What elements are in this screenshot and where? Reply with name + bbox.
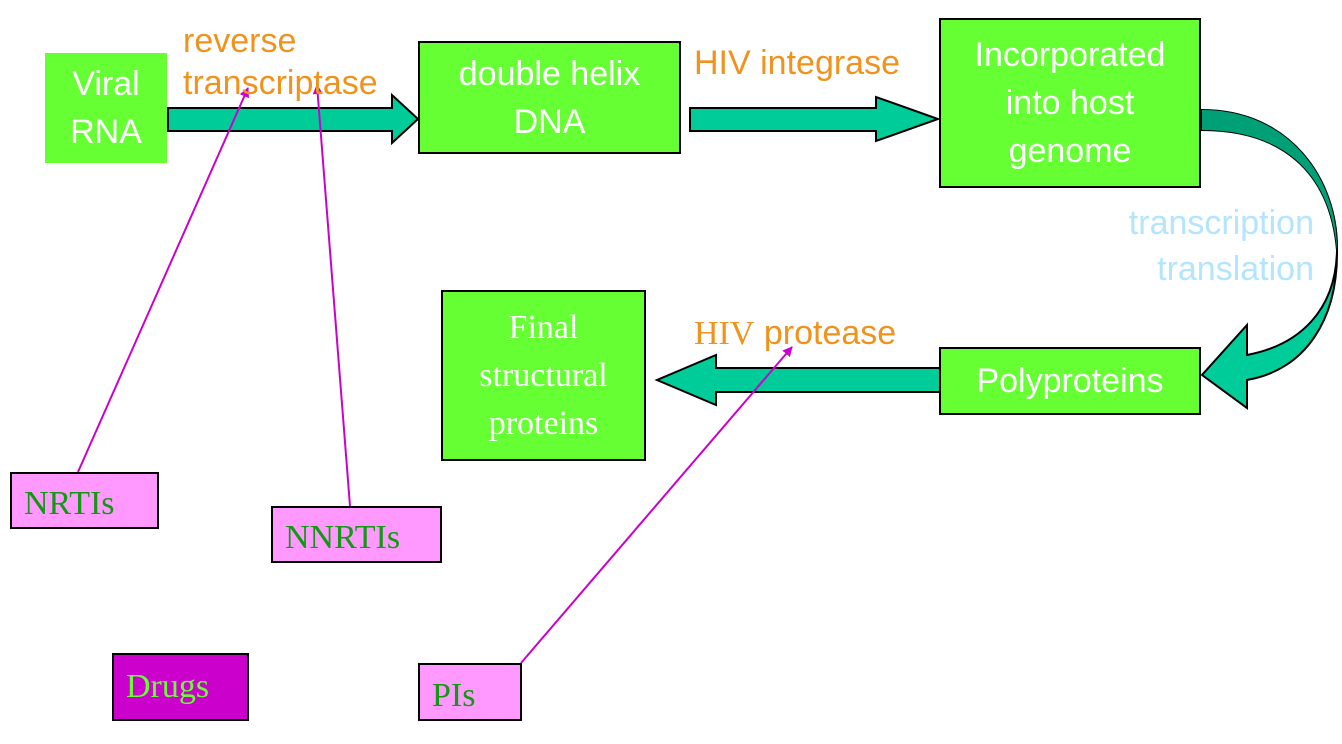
drug-nnrtis: NNRTIs bbox=[271, 506, 442, 563]
arrow-polyproteins-to-final bbox=[654, 353, 941, 407]
label-reverse-transcriptase: reverse transcriptase bbox=[183, 22, 378, 102]
label-hiv-protease: HIV protease bbox=[694, 312, 896, 355]
label-hiv-integrase: HIV integrase bbox=[694, 44, 900, 82]
node-final-structural-proteins: Final structural proteins bbox=[441, 290, 646, 461]
pointer-nrtis bbox=[77, 87, 249, 473]
node-double-helix-dna: double helix DNA bbox=[418, 41, 681, 154]
pointer-nnrtis bbox=[312, 84, 351, 507]
label-hiv: HIV bbox=[694, 315, 755, 352]
node-incorporated-genome: Incorporated into host genome bbox=[939, 18, 1201, 188]
arrow-rna-to-dna bbox=[167, 92, 420, 146]
label-transcription-translation: transcription translation bbox=[1128, 204, 1314, 288]
drug-nrtis: NRTIs bbox=[10, 472, 159, 529]
node-viral-rna: Viral RNA bbox=[45, 53, 167, 163]
drug-pis: PIs bbox=[418, 663, 522, 721]
node-polyproteins: Polyproteins bbox=[939, 347, 1201, 415]
pointer-pis bbox=[520, 346, 793, 664]
legend-drugs: Drugs bbox=[112, 653, 249, 721]
arrow-dna-to-genome bbox=[689, 95, 941, 143]
label-protease: protease bbox=[763, 314, 897, 352]
